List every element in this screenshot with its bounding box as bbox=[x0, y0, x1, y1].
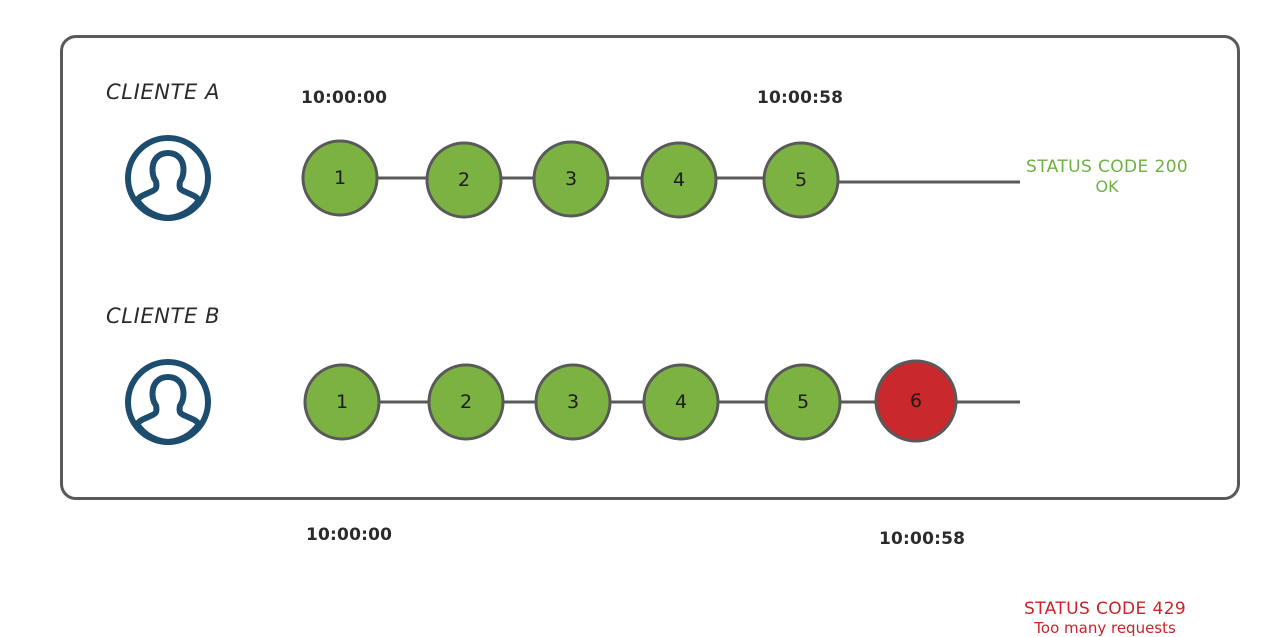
status-code-a: STATUS CODE 200 bbox=[1026, 157, 1189, 177]
timestamp-start-b: 10:00:00 bbox=[306, 525, 393, 545]
request-node-number: 1 bbox=[334, 167, 346, 189]
timestamp-end-b: 10:00:58 bbox=[879, 529, 966, 549]
diagram-canvas: CLIENTE A 10:00:00 10:00:58 1 2 bbox=[60, 35, 1240, 637]
timestamp-end-a: 10:00:58 bbox=[757, 88, 844, 108]
request-node-number: 3 bbox=[565, 168, 577, 190]
request-node[interactable]: 2 bbox=[427, 363, 505, 441]
status-message-b: STATUS CODE 429 Too many requests bbox=[1024, 599, 1187, 637]
status-code-b: STATUS CODE 429 bbox=[1024, 599, 1187, 619]
status-message-a: STATUS CODE 200 OK bbox=[1026, 157, 1189, 196]
request-node-number: 1 bbox=[336, 391, 348, 413]
request-node-number: 2 bbox=[458, 169, 470, 191]
request-node-number: 2 bbox=[460, 391, 472, 413]
request-chain-a: 1 2 3 4 5 bbox=[301, 139, 1020, 219]
request-node[interactable]: 5 bbox=[764, 363, 842, 441]
status-reason-b: Too many requests bbox=[1034, 618, 1176, 637]
request-node-number: 4 bbox=[675, 391, 687, 413]
request-node-error[interactable]: 6 bbox=[874, 359, 958, 443]
request-node-number: 3 bbox=[567, 391, 579, 413]
status-reason-a: OK bbox=[1095, 176, 1119, 196]
request-node-number: 5 bbox=[795, 169, 807, 191]
request-node-number: 4 bbox=[673, 169, 685, 191]
user-avatar-icon bbox=[124, 134, 212, 222]
request-node[interactable]: 1 bbox=[301, 139, 379, 217]
timestamp-start-a: 10:00:00 bbox=[301, 88, 388, 108]
request-node[interactable]: 3 bbox=[534, 363, 612, 441]
request-node[interactable]: 4 bbox=[642, 363, 720, 441]
request-node[interactable]: 5 bbox=[762, 141, 840, 219]
user-avatar-icon bbox=[124, 358, 212, 446]
request-node[interactable]: 2 bbox=[425, 141, 503, 219]
request-node-number: 5 bbox=[797, 391, 809, 413]
request-node[interactable]: 3 bbox=[532, 140, 610, 218]
client-label-a: CLIENTE A bbox=[106, 80, 221, 104]
request-chain-b: 1 2 3 4 5 6 bbox=[303, 359, 1020, 443]
request-node[interactable]: 1 bbox=[303, 363, 381, 441]
request-node[interactable]: 4 bbox=[640, 141, 718, 219]
client-label-b: CLIENTE B bbox=[106, 304, 221, 328]
request-node-number: 6 bbox=[910, 390, 922, 412]
